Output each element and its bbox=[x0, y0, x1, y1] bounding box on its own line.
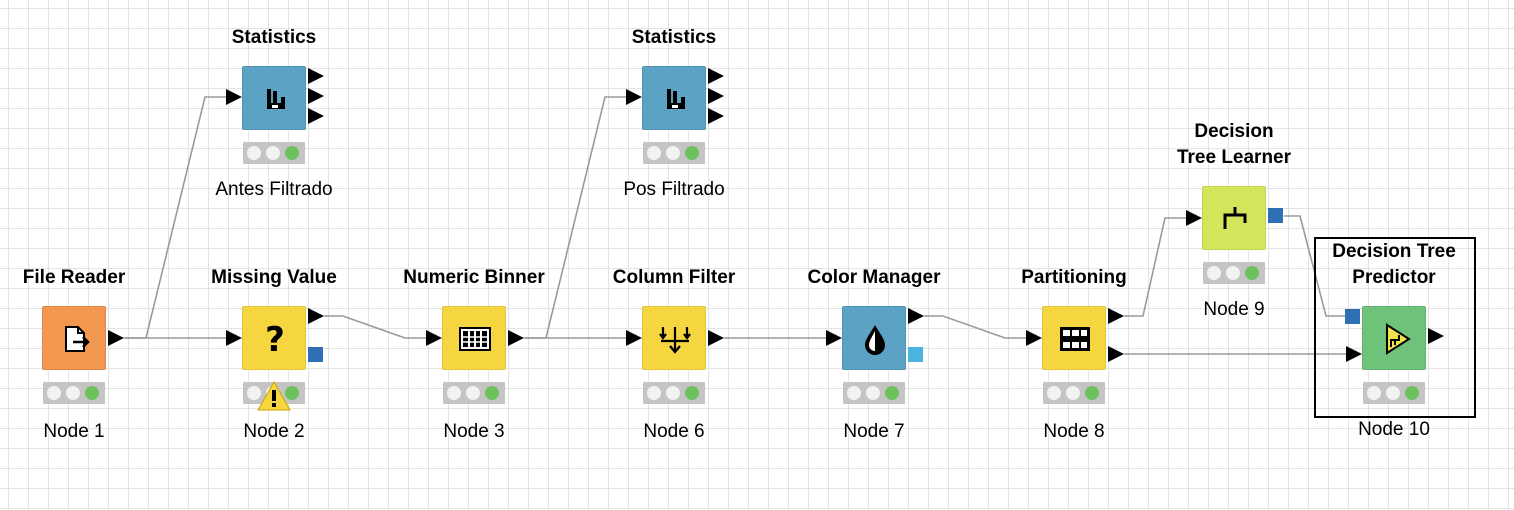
node-title: Decision Tree Predictor bbox=[1332, 241, 1456, 288]
output-port-1[interactable] bbox=[708, 68, 724, 84]
selection-box bbox=[1314, 237, 1476, 418]
model-output-port[interactable] bbox=[308, 347, 323, 362]
status-traffic-light bbox=[643, 142, 705, 164]
input-port[interactable] bbox=[226, 330, 242, 346]
color-drop-icon bbox=[865, 325, 885, 355]
node-title: File Reader bbox=[22, 267, 126, 288]
status-traffic-light bbox=[443, 382, 505, 404]
status-traffic-light bbox=[43, 382, 105, 404]
output-port[interactable] bbox=[308, 308, 324, 324]
warning-icon[interactable] bbox=[256, 380, 292, 412]
output-port-2[interactable] bbox=[1108, 346, 1124, 362]
column-filter-icon bbox=[659, 327, 691, 354]
node-label[interactable]: Node 8 bbox=[1043, 421, 1105, 442]
output-port[interactable] bbox=[708, 330, 724, 346]
node-title: Color Manager bbox=[807, 267, 941, 288]
node-label[interactable]: Antes Filtrado bbox=[215, 179, 333, 200]
node-title: Statistics bbox=[231, 27, 317, 48]
status-traffic-light bbox=[1363, 382, 1425, 404]
color-model-output-port[interactable] bbox=[908, 347, 923, 362]
svg-text:?: ? bbox=[265, 320, 285, 360]
input-port[interactable] bbox=[826, 330, 842, 346]
node-icon-box[interactable] bbox=[42, 306, 106, 370]
partition-rows-icon bbox=[1060, 327, 1090, 351]
model-output-port[interactable] bbox=[1268, 208, 1283, 223]
input-port[interactable] bbox=[426, 330, 442, 346]
node-title: Statistics bbox=[631, 27, 717, 48]
node-icon-box[interactable]: ? bbox=[242, 306, 306, 370]
input-port[interactable] bbox=[226, 89, 242, 105]
statistics-icon bbox=[667, 89, 685, 109]
status-traffic-light bbox=[1203, 262, 1265, 284]
node-icon-box[interactable] bbox=[1202, 186, 1266, 250]
connection-node3-statistics2 bbox=[524, 96, 626, 339]
input-port[interactable] bbox=[1186, 210, 1202, 226]
output-port-3[interactable] bbox=[308, 108, 324, 124]
connection-node8-node9 bbox=[1124, 217, 1186, 317]
node-title: Missing Value bbox=[211, 267, 337, 288]
output-port-1[interactable] bbox=[308, 68, 324, 84]
node-title: Numeric Binner bbox=[403, 267, 545, 288]
data-input-port[interactable] bbox=[1346, 346, 1362, 362]
node-label[interactable]: Node 2 bbox=[243, 421, 305, 442]
output-port-1[interactable] bbox=[1108, 308, 1124, 324]
connection-node1-statistics1 bbox=[124, 96, 226, 339]
node-label[interactable]: Node 3 bbox=[443, 421, 505, 442]
node-title: Column Filter bbox=[612, 267, 736, 288]
connection-node2-node3 bbox=[324, 315, 426, 339]
file-import-icon bbox=[65, 326, 90, 352]
output-port[interactable] bbox=[1428, 328, 1444, 344]
node-title: Partitioning bbox=[1021, 267, 1127, 288]
tree-predictor-icon bbox=[1386, 323, 1411, 355]
statistics-icon bbox=[267, 89, 285, 109]
node-icon-box[interactable] bbox=[1362, 306, 1426, 370]
input-port[interactable] bbox=[1026, 330, 1042, 346]
model-input-port[interactable] bbox=[1345, 309, 1360, 324]
node-label[interactable]: Node 7 bbox=[843, 421, 905, 442]
node-title: Decision Tree Learner bbox=[1176, 121, 1292, 168]
status-traffic-light bbox=[1043, 382, 1105, 404]
tree-learner-icon bbox=[1223, 207, 1247, 229]
status-traffic-light bbox=[843, 382, 905, 404]
node-icon-box[interactable] bbox=[642, 306, 706, 370]
status-traffic-light bbox=[643, 382, 705, 404]
node-icon-box[interactable] bbox=[842, 306, 906, 370]
node-label[interactable]: Pos Filtrado bbox=[623, 179, 725, 200]
input-port[interactable] bbox=[626, 330, 642, 346]
output-port-2[interactable] bbox=[708, 88, 724, 104]
status-traffic-light bbox=[243, 142, 305, 164]
node-icon-box[interactable] bbox=[242, 66, 306, 130]
binner-grid-icon bbox=[459, 327, 491, 351]
output-port[interactable] bbox=[108, 330, 124, 346]
output-port[interactable] bbox=[508, 330, 524, 346]
output-port[interactable] bbox=[908, 308, 924, 324]
input-port[interactable] bbox=[626, 89, 642, 105]
node-icon-box[interactable] bbox=[1042, 306, 1106, 370]
question-mark-icon: ? bbox=[265, 320, 285, 360]
output-port-2[interactable] bbox=[308, 88, 324, 104]
node-label[interactable]: Node 6 bbox=[643, 421, 705, 442]
node-label[interactable]: Node 1 bbox=[43, 421, 105, 442]
node-label[interactable]: Node 10 bbox=[1358, 419, 1430, 440]
node-icon-box[interactable] bbox=[642, 66, 706, 130]
node-label[interactable]: Node 9 bbox=[1203, 299, 1265, 320]
connection-node9-node10 bbox=[1284, 215, 1346, 317]
connection-node7-node8 bbox=[924, 315, 1026, 339]
node-icon-box[interactable] bbox=[442, 306, 506, 370]
output-port-3[interactable] bbox=[708, 108, 724, 124]
